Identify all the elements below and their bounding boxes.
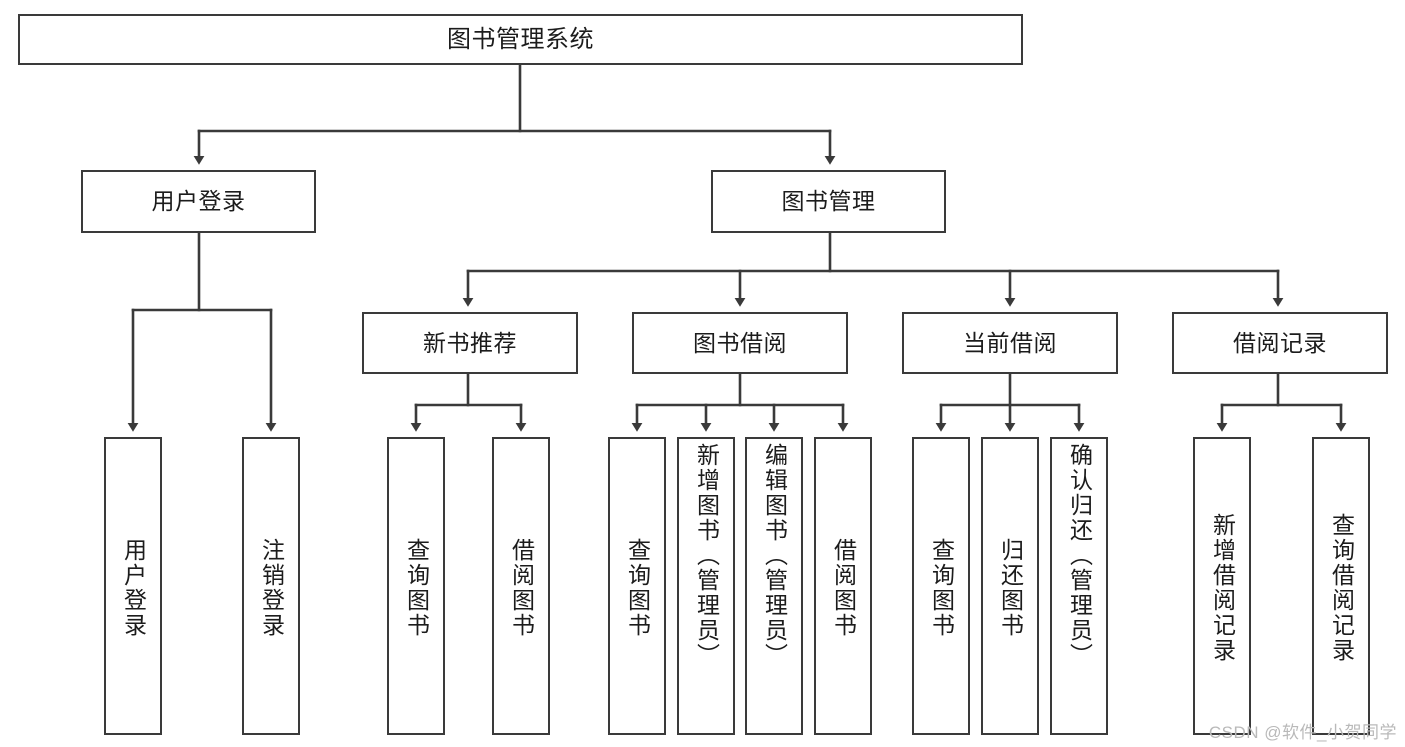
node-leaf-logout[interactable]: 注销登录	[242, 437, 300, 735]
node-leaf-edit-book-admin-label: 编辑图书（管理员）	[761, 443, 788, 668]
node-leaf-borrow-book[interactable]: 借阅图书	[814, 437, 872, 735]
node-new-book-recommend[interactable]: 新书推荐	[362, 312, 578, 374]
node-leaf-query-borrow-record-label: 查询借阅记录	[1328, 513, 1355, 663]
node-leaf-add-borrow-record[interactable]: 新增借阅记录	[1193, 437, 1251, 735]
node-book-management[interactable]: 图书管理	[711, 170, 946, 233]
node-leaf-query-book-current-label: 查询图书	[928, 538, 955, 638]
node-book-management-label: 图书管理	[781, 188, 876, 215]
node-leaf-query-book-borrow[interactable]: 查询图书	[608, 437, 666, 735]
node-book-borrow[interactable]: 图书借阅	[632, 312, 848, 374]
node-leaf-query-book-current[interactable]: 查询图书	[912, 437, 970, 735]
node-leaf-logout-label: 注销登录	[258, 538, 285, 638]
node-book-borrow-label: 图书借阅	[693, 329, 787, 356]
node-leaf-borrow-book-new[interactable]: 借阅图书	[492, 437, 550, 735]
node-current-borrow[interactable]: 当前借阅	[902, 312, 1118, 374]
node-borrow-records[interactable]: 借阅记录	[1172, 312, 1388, 374]
node-user-login-label: 用户登录	[151, 188, 246, 215]
node-leaf-return-book[interactable]: 归还图书	[981, 437, 1039, 735]
csdn-watermark: CSDN @软件_小贺同学	[1208, 723, 1397, 742]
node-leaf-confirm-return-admin-label: 确认归还（管理员）	[1066, 443, 1093, 668]
node-leaf-edit-book-admin[interactable]: 编辑图书（管理员）	[745, 437, 803, 735]
node-leaf-confirm-return-admin[interactable]: 确认归还（管理员）	[1050, 437, 1108, 735]
node-leaf-query-borrow-record[interactable]: 查询借阅记录	[1312, 437, 1370, 735]
node-leaf-query-book-borrow-label: 查询图书	[624, 538, 651, 638]
node-leaf-borrow-book-new-label: 借阅图书	[508, 538, 535, 638]
node-root[interactable]: 图书管理系统	[18, 14, 1023, 65]
node-leaf-add-book-admin[interactable]: 新增图书（管理员）	[677, 437, 735, 735]
node-leaf-query-book-new[interactable]: 查询图书	[387, 437, 445, 735]
node-leaf-user-login-label: 用户登录	[120, 538, 147, 638]
node-borrow-records-label: 借阅记录	[1233, 329, 1327, 356]
node-leaf-add-book-admin-label: 新增图书（管理员）	[693, 443, 720, 668]
node-leaf-return-book-label: 归还图书	[997, 538, 1024, 638]
node-leaf-user-login[interactable]: 用户登录	[104, 437, 162, 735]
node-leaf-query-book-new-label: 查询图书	[403, 538, 430, 638]
node-current-borrow-label: 当前借阅	[963, 329, 1057, 356]
node-root-label: 图书管理系统	[447, 25, 594, 53]
node-new-book-recommend-label: 新书推荐	[423, 329, 517, 356]
node-user-login[interactable]: 用户登录	[81, 170, 316, 233]
node-leaf-add-borrow-record-label: 新增借阅记录	[1209, 513, 1236, 663]
node-leaf-borrow-book-label: 借阅图书	[830, 538, 857, 638]
